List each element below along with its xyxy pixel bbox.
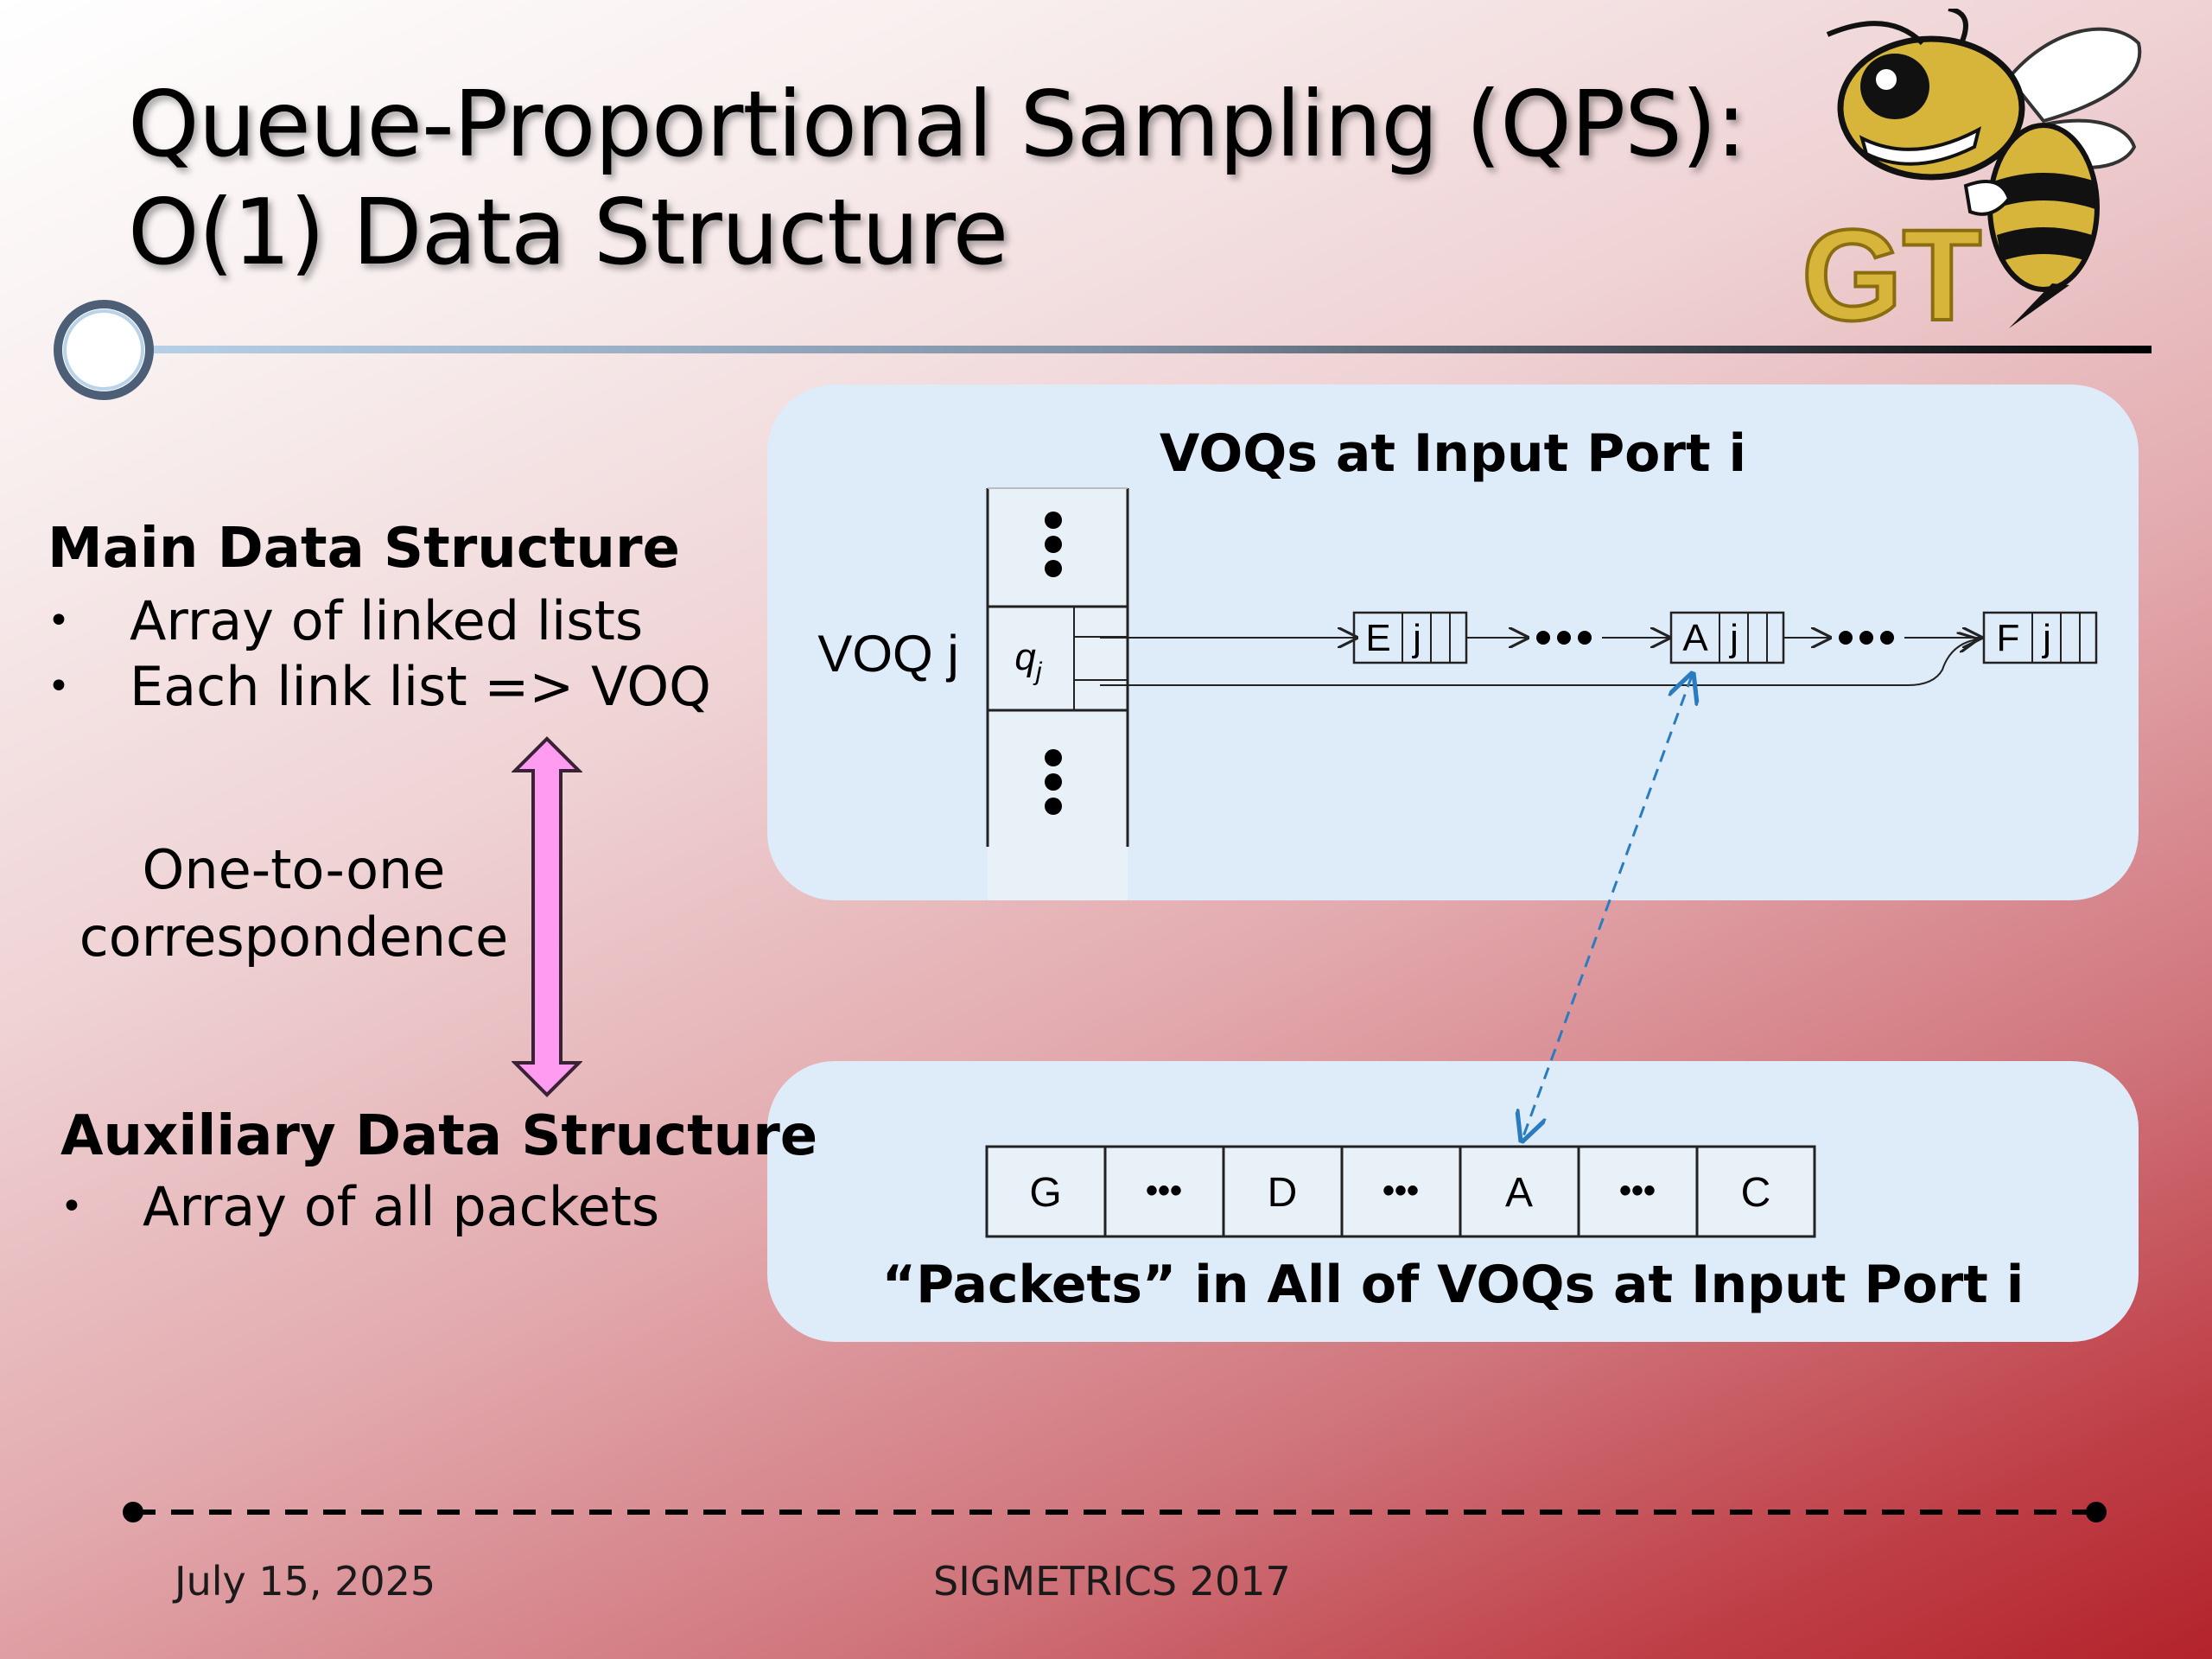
footer-date: July 15, 2025 [175, 1558, 436, 1605]
packet-panel-caption: “Packets” in All of VOQs at Input Port i [881, 1255, 2024, 1315]
main-structure-heading: Main Data Structure [48, 517, 680, 581]
main-structure-bullets: •Array of linked lists •Each link list =… [48, 588, 711, 719]
bullet-icon: • [60, 1184, 83, 1229]
node-letter: A [1682, 617, 1708, 659]
packet-cell-ellipsis: ••• [1146, 1172, 1182, 1210]
voq-linked-list-diagram: VOQ j qj E j A j F j [817, 487, 2098, 900]
packet-cell: G [1029, 1170, 1061, 1216]
node-letter: F [1997, 617, 2020, 659]
correspondence-link [1503, 657, 1711, 1158]
footer-rule [123, 1502, 2107, 1522]
gt-logo-icon: GT [1800, 9, 2142, 349]
bullet-icon: • [48, 664, 70, 709]
voq-array-column [986, 487, 1129, 900]
double-arrow-icon [512, 736, 582, 1097]
voq-panel-title: VOQs at Input Port i [1159, 423, 1747, 484]
footer-conference: SIGMETRICS 2017 [933, 1558, 1291, 1605]
list-node-a: A j [1669, 611, 1785, 664]
title-rule [54, 300, 2152, 400]
title-line-1: Queue-Proportional Sampling (QPS): [128, 72, 1746, 177]
packet-array: G ••• D ••• A ••• C [985, 1145, 1816, 1238]
bullet-icon: • [48, 598, 70, 643]
packet-cell: C [1741, 1170, 1771, 1216]
packet-cell: A [1505, 1170, 1533, 1216]
ellipsis-1 [1536, 631, 1592, 645]
bullet-item: •Array of all packets [60, 1174, 660, 1238]
slide-title: Queue-Proportional Sampling (QPS): O(1) … [128, 71, 1821, 287]
packet-cell-ellipsis: ••• [1619, 1172, 1656, 1210]
aux-structure-heading: Auxiliary Data Structure [60, 1104, 818, 1168]
list-node-e: E j [1352, 611, 1468, 664]
node-index: j [2041, 617, 2051, 659]
ellipsis-2 [1839, 631, 1894, 645]
bullet-item: •Each link list => VOQ [48, 654, 711, 718]
correspondence-label: One-to-one correspondence [79, 838, 509, 969]
svg-text:GT: GT [1802, 202, 1981, 347]
node-index: j [1728, 617, 1738, 659]
bullet-item: •Array of linked lists [48, 588, 644, 652]
packet-cell: D [1268, 1170, 1298, 1216]
packet-cell-ellipsis: ••• [1382, 1172, 1419, 1210]
title-line-2: O(1) Data Structure [128, 180, 1008, 285]
list-node-f: F j [1982, 611, 2098, 664]
voq-label: VOQ j [817, 625, 958, 683]
node-letter: E [1365, 617, 1390, 659]
node-index: j [1411, 617, 1421, 659]
aux-structure-bullets: •Array of all packets [60, 1173, 659, 1239]
